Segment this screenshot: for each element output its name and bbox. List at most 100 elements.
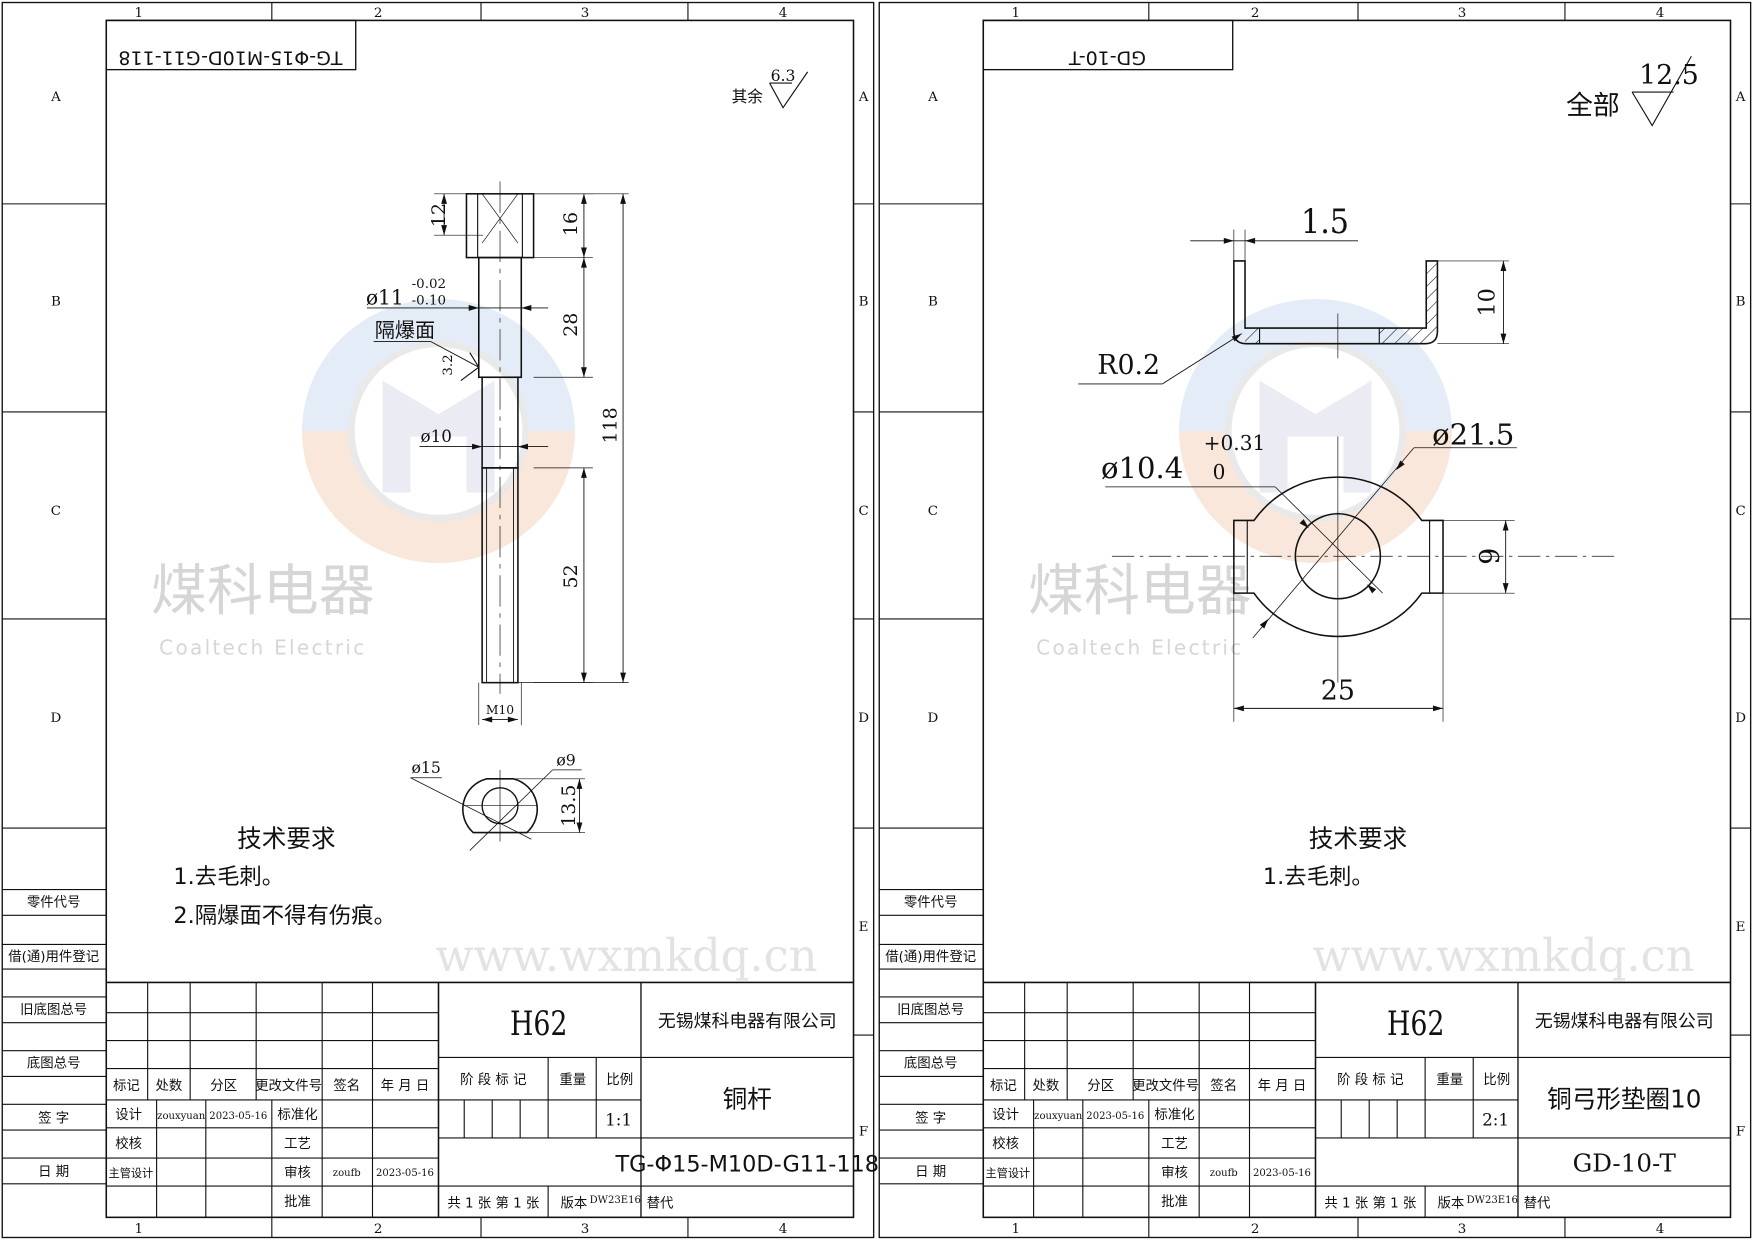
label-standard: 标准化 bbox=[1154, 1107, 1194, 1123]
dim-12: 12 bbox=[428, 203, 450, 227]
dim-thickness-1-5: 1.5 bbox=[1301, 201, 1349, 241]
sheet-border bbox=[878, 1, 1752, 1239]
leader-line bbox=[430, 341, 479, 368]
review-date: 2023-05-16 bbox=[376, 1168, 434, 1179]
side-label: 底图总号 bbox=[27, 1055, 81, 1071]
title-box bbox=[982, 19, 1234, 71]
dimension-arrow bbox=[472, 443, 483, 450]
zone-column-label: 4 bbox=[1656, 1222, 1665, 1237]
part-name: 铜弓形垫圈10 bbox=[1547, 1085, 1701, 1114]
designer-name: zouxyuan bbox=[1034, 1111, 1083, 1122]
dimension-arrow bbox=[1502, 583, 1509, 594]
zone-row-label: F bbox=[1736, 1125, 1745, 1140]
sheet-count: 共 1 张 第 1 张 bbox=[1324, 1194, 1417, 1211]
side-label: 底图总号 bbox=[904, 1055, 958, 1071]
dim-height-10: 10 bbox=[1474, 288, 1500, 316]
header-change-doc: 更改文件号 bbox=[255, 1078, 322, 1094]
threaded-section bbox=[481, 467, 519, 684]
watermark-url: www.wxmkdq.cn bbox=[435, 929, 817, 982]
leader-line bbox=[1274, 486, 1383, 594]
dim-16: 16 bbox=[560, 212, 582, 236]
roughness-symbol bbox=[1631, 55, 1692, 127]
zone-row-label: F bbox=[859, 1125, 868, 1140]
drawing-number: GD-10-T bbox=[1573, 1148, 1677, 1177]
flame-proof-surface-label: 隔爆面 bbox=[375, 318, 435, 342]
header-count: 处数 bbox=[1032, 1078, 1059, 1094]
label-check: 校核 bbox=[992, 1135, 1019, 1152]
dimension-arrow bbox=[576, 822, 583, 833]
dimension-arrow bbox=[581, 672, 587, 683]
reviewer-name: zoufb bbox=[333, 1168, 361, 1179]
roughness-symbol bbox=[460, 352, 480, 382]
watermark-url: www.wxmkdq.cn bbox=[1312, 929, 1694, 982]
roughness-symbol bbox=[769, 71, 809, 109]
side-label: 日 期 bbox=[915, 1164, 946, 1180]
zone-row-label: C bbox=[51, 504, 61, 519]
drawing-number-rotated: GD-10-T bbox=[1068, 47, 1145, 69]
material: H62 bbox=[510, 1005, 568, 1044]
leader-line bbox=[1162, 333, 1242, 385]
header-mark: 标记 bbox=[990, 1078, 1017, 1094]
zone-row-label: B bbox=[1736, 295, 1746, 310]
tolerance-upper: -0.02 bbox=[412, 277, 446, 292]
reviewer-name: zoufb bbox=[1210, 1168, 1238, 1179]
dim-52: 52 bbox=[560, 564, 582, 588]
drawing-number: TG-Φ15-M10D-G11-118 bbox=[614, 1151, 879, 1177]
label-design: 设计 bbox=[992, 1107, 1019, 1123]
material: H62 bbox=[1387, 1005, 1445, 1044]
dim-dia-10: ø10 bbox=[421, 426, 452, 446]
label-chief-design: 主管设计 bbox=[986, 1166, 1031, 1180]
header-sign: 签名 bbox=[333, 1077, 360, 1094]
zone-column-label: 4 bbox=[1656, 6, 1665, 21]
tolerance-lower: 0 bbox=[1213, 460, 1226, 484]
watermark-brand-cn: 煤科电器 bbox=[1028, 559, 1252, 624]
zone-row-label: E bbox=[859, 920, 869, 935]
side-label: 零件代号 bbox=[27, 894, 81, 910]
label-replace: 替代 bbox=[647, 1195, 674, 1211]
header-date: 年 月 日 bbox=[381, 1078, 430, 1094]
label-standard: 标准化 bbox=[277, 1107, 317, 1123]
header-weight: 重量 bbox=[1436, 1072, 1463, 1088]
zone-column-label: 2 bbox=[374, 6, 383, 21]
design-date: 2023-05-16 bbox=[1086, 1111, 1144, 1122]
dim-dia-15: ø15 bbox=[412, 758, 441, 777]
dimension-arrow bbox=[581, 247, 587, 258]
label-replace: 替代 bbox=[1524, 1195, 1551, 1211]
design-date: 2023-05-16 bbox=[209, 1111, 267, 1122]
dim-dia-10-4: ø10.4 bbox=[1101, 451, 1183, 485]
watermark-logo-m bbox=[1259, 380, 1372, 493]
label-approve: 批准 bbox=[1161, 1194, 1188, 1210]
review-date: 2023-05-16 bbox=[1253, 1168, 1311, 1179]
drawing-number-rotated: TG-Φ15-M10D-G11-118 bbox=[118, 47, 343, 69]
side-label: 旧底图总号 bbox=[20, 1002, 87, 1018]
zone-row-label: A bbox=[1735, 90, 1746, 105]
scale-value: 1:1 bbox=[605, 1110, 632, 1130]
leader-line bbox=[410, 777, 532, 840]
leader-line bbox=[469, 769, 553, 851]
dimension-arrow bbox=[581, 467, 587, 478]
zone-column-label: 2 bbox=[1251, 6, 1260, 21]
sheet-count: 共 1 张 第 1 张 bbox=[447, 1194, 540, 1211]
side-label: 签 字 bbox=[915, 1109, 946, 1126]
dimension-arrow bbox=[441, 225, 448, 236]
dim-dia-11: ø11 bbox=[366, 286, 404, 310]
zone-column-label: 3 bbox=[1458, 6, 1467, 21]
dimension-arrow bbox=[482, 716, 493, 723]
sheet-border bbox=[1, 1, 875, 1239]
watermark-logo-m bbox=[382, 380, 495, 493]
dimension-arrow bbox=[1233, 705, 1244, 712]
zone-column-label: 1 bbox=[134, 1222, 143, 1237]
header-sign: 签名 bbox=[1210, 1077, 1237, 1094]
header-stage-mark: 阶 段 标 记 bbox=[460, 1072, 526, 1088]
label-process: 工艺 bbox=[1161, 1136, 1188, 1152]
zone-row-label: A bbox=[50, 90, 61, 105]
dim-width-9: 9 bbox=[1475, 548, 1506, 565]
dimension-arrow bbox=[1231, 333, 1242, 342]
